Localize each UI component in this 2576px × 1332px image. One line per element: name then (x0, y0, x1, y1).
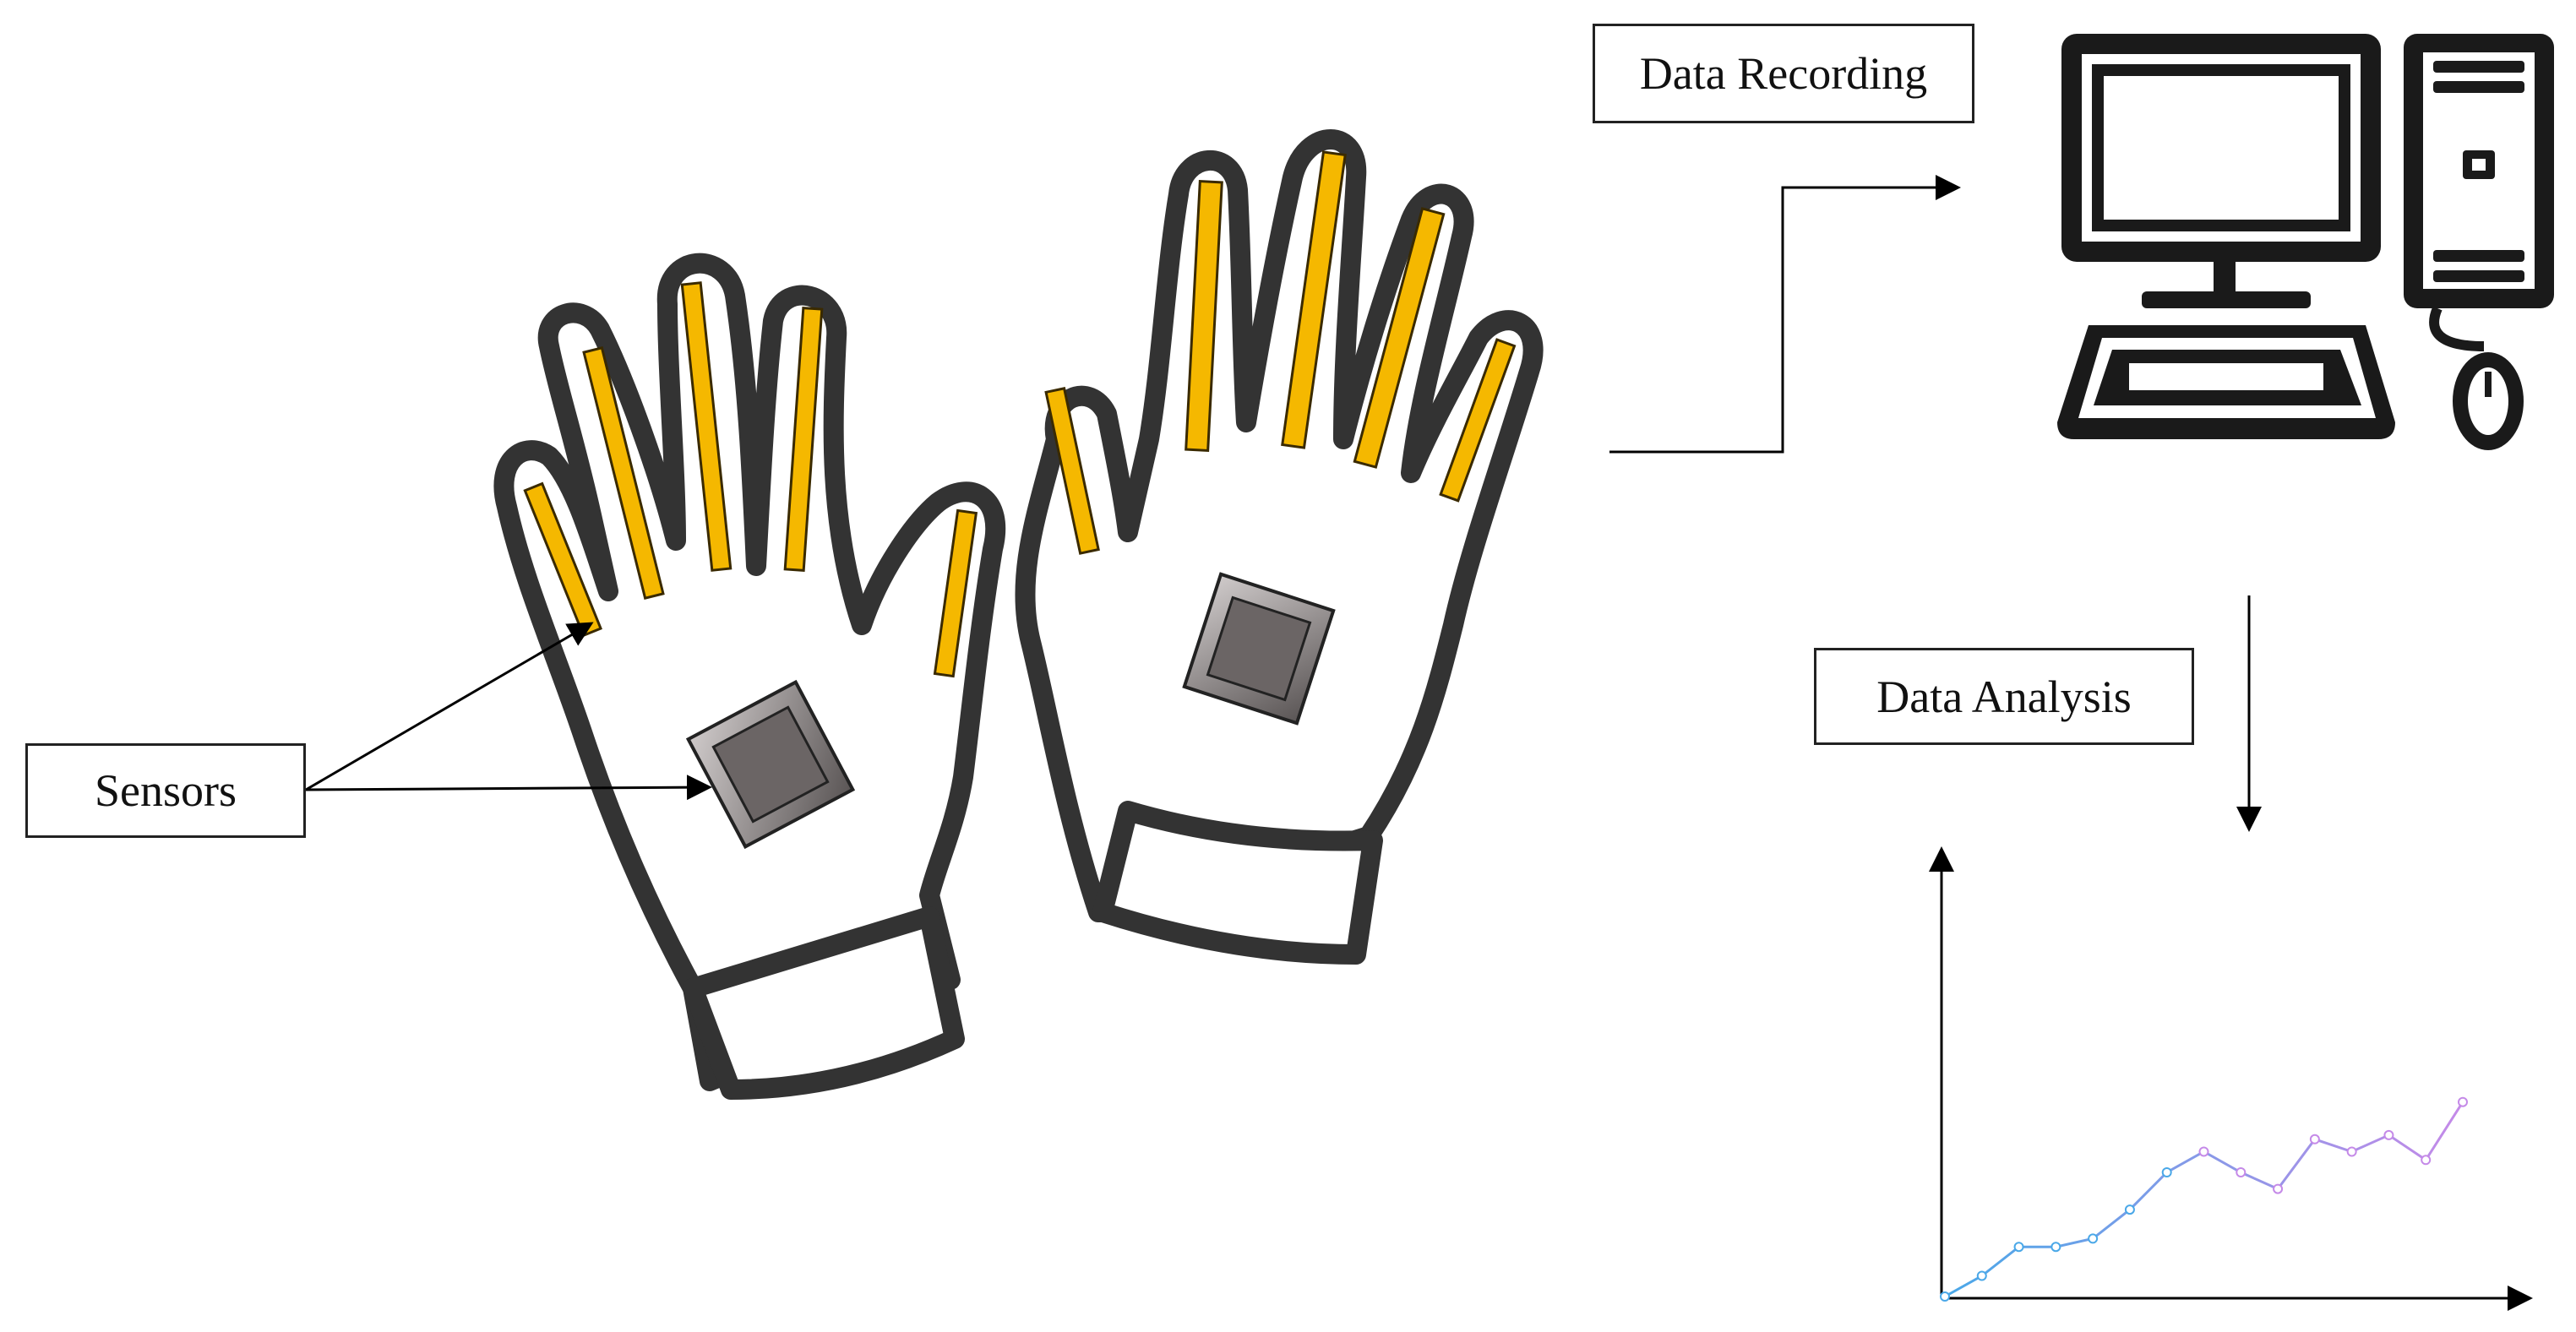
chart-point (2124, 1204, 2135, 1215)
left-glove-icon (493, 253, 1006, 1100)
recording-arrow (1609, 175, 1961, 454)
chart-point (2273, 1183, 2284, 1194)
chart-point (2309, 1134, 2320, 1144)
computer-icon (2057, 34, 2554, 450)
mouse-icon (2429, 306, 2524, 450)
chart-point (1976, 1270, 1987, 1281)
chart-marks (1940, 1096, 2468, 1302)
chart-point (2013, 1242, 2024, 1253)
chart-point (2383, 1129, 2394, 1140)
sensors-pointer-arrows (305, 622, 712, 801)
chart-point (2161, 1167, 2172, 1177)
data-recording-label: Data Recording (1593, 24, 1974, 123)
chart-point (2346, 1146, 2357, 1157)
keyboard-icon (2057, 325, 2395, 439)
chart-point (2050, 1242, 2061, 1253)
chart-point (2236, 1167, 2247, 1177)
right-glove-icon (1015, 129, 1544, 965)
chart-point (2458, 1096, 2468, 1107)
chart-point (2088, 1233, 2099, 1244)
line-chart-icon (1929, 846, 2533, 1311)
chart-point (1940, 1291, 1950, 1302)
right-chip-icon (1182, 572, 1336, 726)
chart-point (2198, 1146, 2209, 1157)
left-glove-sensors (523, 281, 978, 678)
chart-point (2421, 1155, 2432, 1166)
data-analysis-label: Data Analysis (1814, 648, 2194, 745)
chart-series-line (1944, 1101, 2464, 1298)
monitor-icon (2061, 34, 2381, 308)
right-glove-sensors (1044, 150, 1517, 555)
left-chip-icon (685, 679, 856, 850)
tower-icon (2404, 34, 2554, 308)
sensors-label: Sensors (25, 743, 306, 838)
